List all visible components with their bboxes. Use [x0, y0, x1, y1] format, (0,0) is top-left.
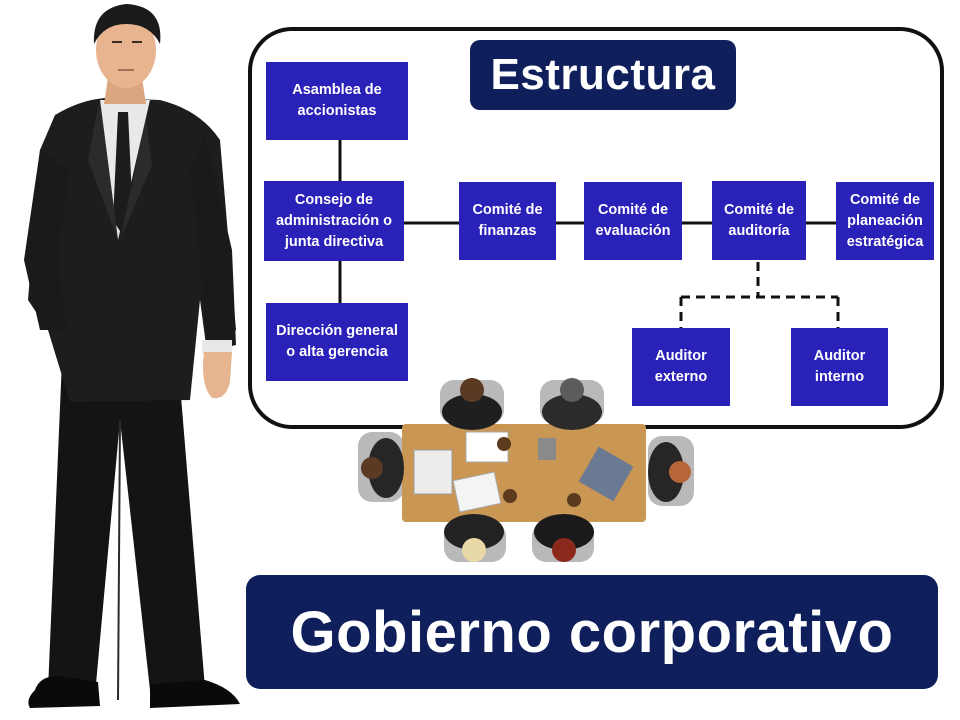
- box-comite-evaluacion: Comité de evaluación: [584, 182, 682, 260]
- box-comite-auditoria: Comité de auditoría: [712, 181, 806, 260]
- box-comite-planeacion: Comité de planeación estratégica: [836, 182, 934, 260]
- box-direccion-general: Dirección general o alta gerencia: [266, 303, 408, 381]
- box-comite-finanzas: Comité de finanzas: [459, 182, 556, 260]
- box-auditor-externo: Auditor externo: [632, 328, 730, 406]
- box-consejo-administracion: Consejo de administración o junta direct…: [264, 181, 404, 261]
- meeting-table-illustration: [358, 378, 694, 562]
- page-title: Gobierno corporativo: [246, 575, 938, 689]
- structure-heading: Estructura: [470, 40, 736, 110]
- box-auditor-interno: Auditor interno: [791, 328, 888, 406]
- businessman-illustration: [24, 4, 240, 708]
- box-asamblea-accionistas: Asamblea de accionistas: [266, 62, 408, 140]
